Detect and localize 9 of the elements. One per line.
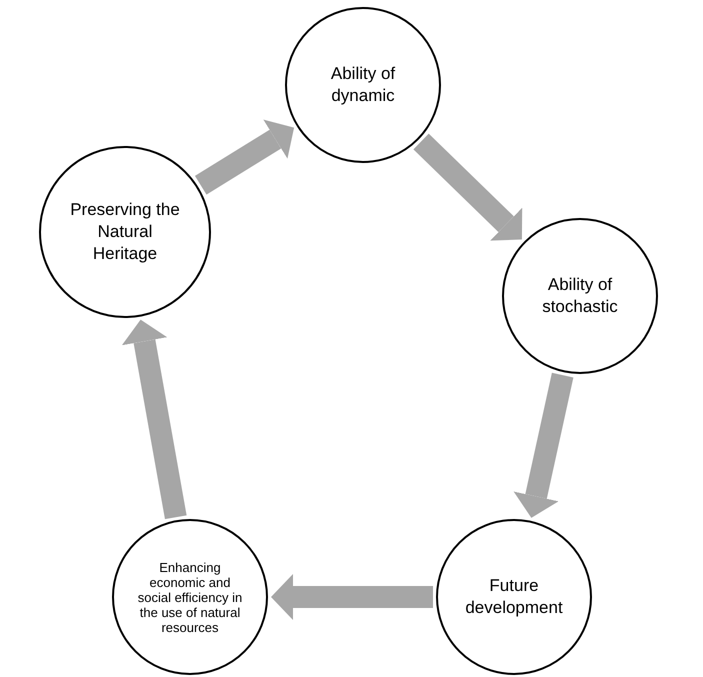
node-text: Enhancing economic and social efficiency in the use of natural resources xyxy=(136,560,244,634)
node-text: Ability of stochastic xyxy=(541,274,619,318)
node-text: Future development xyxy=(464,575,564,619)
node-text: Ability of dynamic xyxy=(330,63,396,107)
block-arrow xyxy=(122,320,187,520)
block-arrow xyxy=(514,372,574,518)
block-arrow xyxy=(194,120,294,195)
node-text: Preserving the Natural Heritage xyxy=(69,199,181,265)
block-arrow xyxy=(413,134,522,241)
